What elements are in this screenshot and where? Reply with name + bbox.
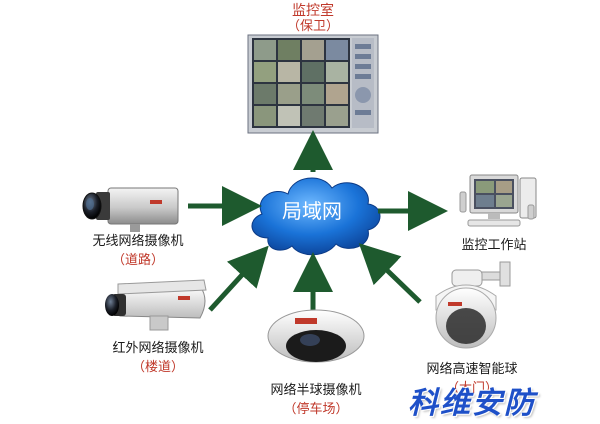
bullet-camera-icon	[105, 279, 207, 331]
wireless-camera-label: 无线网络摄像机	[92, 234, 184, 249]
box-camera-icon	[82, 187, 179, 232]
monitor-room-subtitle: （保卫）	[286, 19, 340, 34]
speed-dome-location: （大门）	[445, 381, 499, 396]
monitor-room-title: 监控室	[292, 3, 334, 19]
dome-camera-location: （停车场）	[283, 402, 349, 417]
infrared-camera-location: （楼道）	[131, 360, 185, 375]
lan-label: 局域网	[282, 199, 342, 223]
speed-dome-label: 网络高速智能球	[426, 362, 518, 377]
speed-dome-icon	[435, 261, 511, 349]
watermark-logo: 科维安防	[408, 386, 536, 421]
monitor-room-screen	[247, 34, 379, 134]
arrow-from-speed-dome	[358, 243, 422, 304]
arrow-from-infrared-camera	[208, 245, 269, 312]
infrared-camera-label: 红外网络摄像机	[112, 341, 204, 356]
wireless-camera-location: （道路）	[111, 253, 165, 268]
dome-camera-label: 网络半球摄像机	[270, 383, 362, 398]
mini-dome-camera-icon	[267, 309, 365, 363]
workstation-label: 监控工作站	[461, 238, 527, 253]
workstation-icon	[459, 174, 537, 227]
